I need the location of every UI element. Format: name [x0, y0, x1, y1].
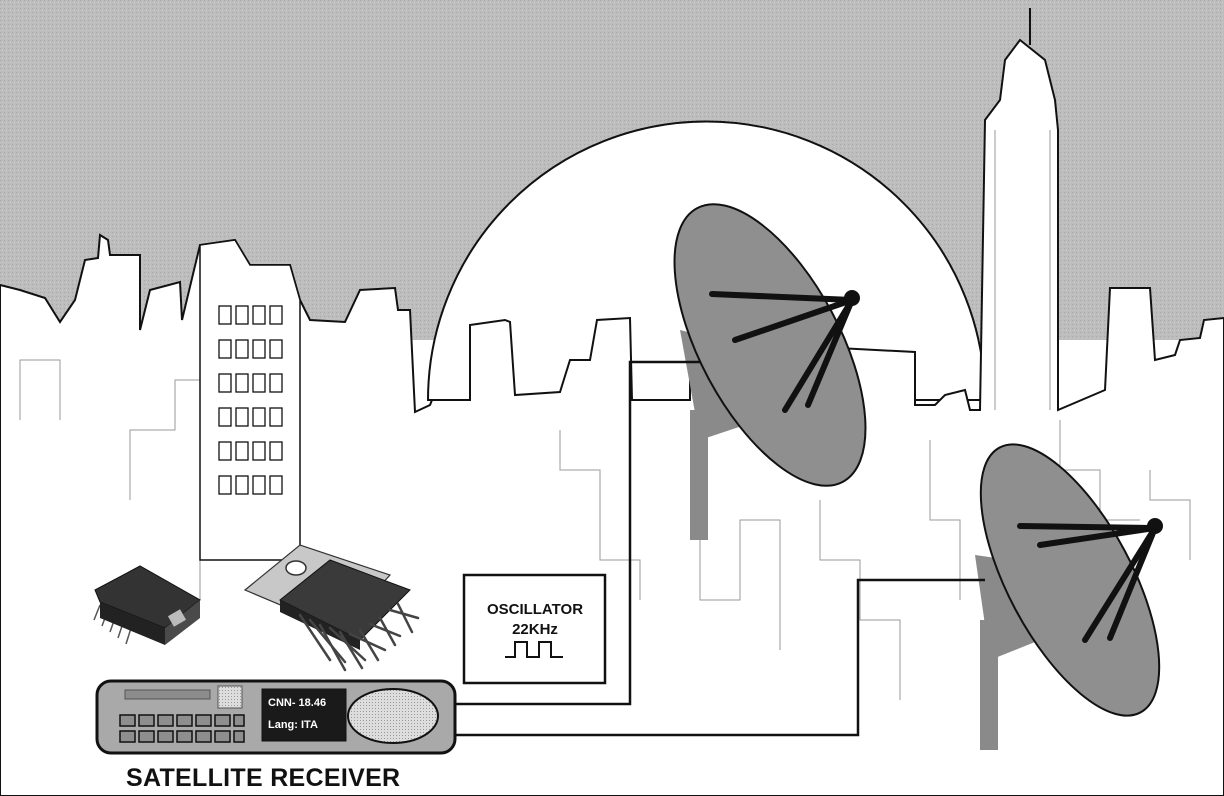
display-language: Lang: ITA [268, 719, 318, 731]
oscillator-frequency: 22KHz [470, 620, 600, 640]
satellite-receiver [97, 681, 455, 753]
office-building [200, 240, 300, 560]
receiver-caption: SATELLITE RECEIVER [126, 764, 400, 793]
display-channel: CNN- 18.46 [268, 697, 326, 709]
oscillator-title: OSCILLATOR [470, 600, 600, 620]
receiver-knob [348, 689, 438, 743]
